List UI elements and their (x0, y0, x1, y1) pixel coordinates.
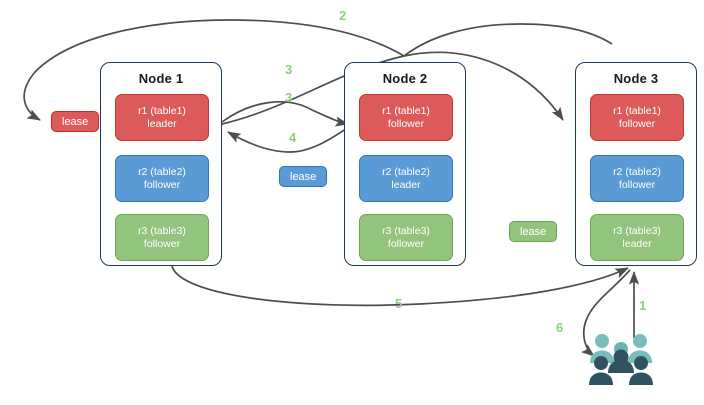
replica-name: r3 (table3) (613, 224, 661, 237)
replica-role: follower (618, 117, 656, 130)
replica-role: leader (147, 117, 177, 130)
step-label-1: 1 (639, 298, 647, 313)
node-title: Node 1 (138, 71, 184, 86)
node-container-1: Node 1 r1 (table1) leader r2 (table2) fo… (100, 62, 222, 266)
node-title: Node 3 (613, 71, 659, 86)
lease-badge-green[interactable]: lease (509, 221, 558, 242)
replica-role: follower (387, 117, 425, 130)
replica-role: follower (143, 178, 181, 191)
node-container-3: Node 3 r1 (table1) follower r2 (table2) … (575, 62, 697, 266)
replica-name: r3 (table3) (138, 224, 186, 237)
edge-3-to-node2 (221, 101, 350, 127)
replica-name: r2 (table2) (382, 165, 430, 178)
replica-r1[interactable]: r1 (table1) follower (359, 94, 453, 141)
node-container-2: Node 2 r1 (table1) follower r2 (table2) … (344, 62, 466, 266)
replica-r3[interactable]: r3 (table3) follower (359, 214, 453, 261)
replica-name: r2 (table2) (138, 165, 186, 178)
step-label-5: 5 (395, 296, 403, 311)
lease-badge-blue[interactable]: lease (279, 166, 328, 187)
replica-role: follower (143, 237, 181, 250)
step-label-3-lower: 3 (285, 90, 293, 105)
replica-role: follower (618, 178, 656, 191)
replica-r2[interactable]: r2 (table2) follower (115, 155, 209, 202)
replica-r1[interactable]: r1 (table1) follower (590, 94, 684, 141)
replica-r1[interactable]: r1 (table1) leader (115, 94, 209, 141)
replica-r3[interactable]: r3 (table3) follower (115, 214, 209, 261)
step-label-2: 2 (339, 8, 347, 23)
replica-role: leader (391, 178, 421, 191)
step-label-6: 6 (556, 320, 564, 335)
replica-role: leader (622, 237, 652, 250)
replica-name: r2 (table2) (613, 165, 661, 178)
replica-role: follower (387, 237, 425, 250)
replica-r2[interactable]: r2 (table2) leader (359, 155, 453, 202)
replica-name: r1 (table1) (138, 104, 186, 117)
replica-name: r1 (table1) (613, 104, 661, 117)
replica-r3[interactable]: r3 (table3) leader (590, 214, 684, 261)
replica-name: r1 (table1) (382, 104, 430, 117)
step-label-3-upper: 3 (285, 62, 293, 77)
step-label-4: 4 (289, 130, 297, 145)
node-title: Node 2 (382, 71, 428, 86)
replica-r2[interactable]: r2 (table2) follower (590, 155, 684, 202)
lease-badge-red[interactable]: lease (51, 111, 100, 132)
replica-name: r3 (table3) (382, 224, 430, 237)
people-group-icon (588, 332, 660, 388)
